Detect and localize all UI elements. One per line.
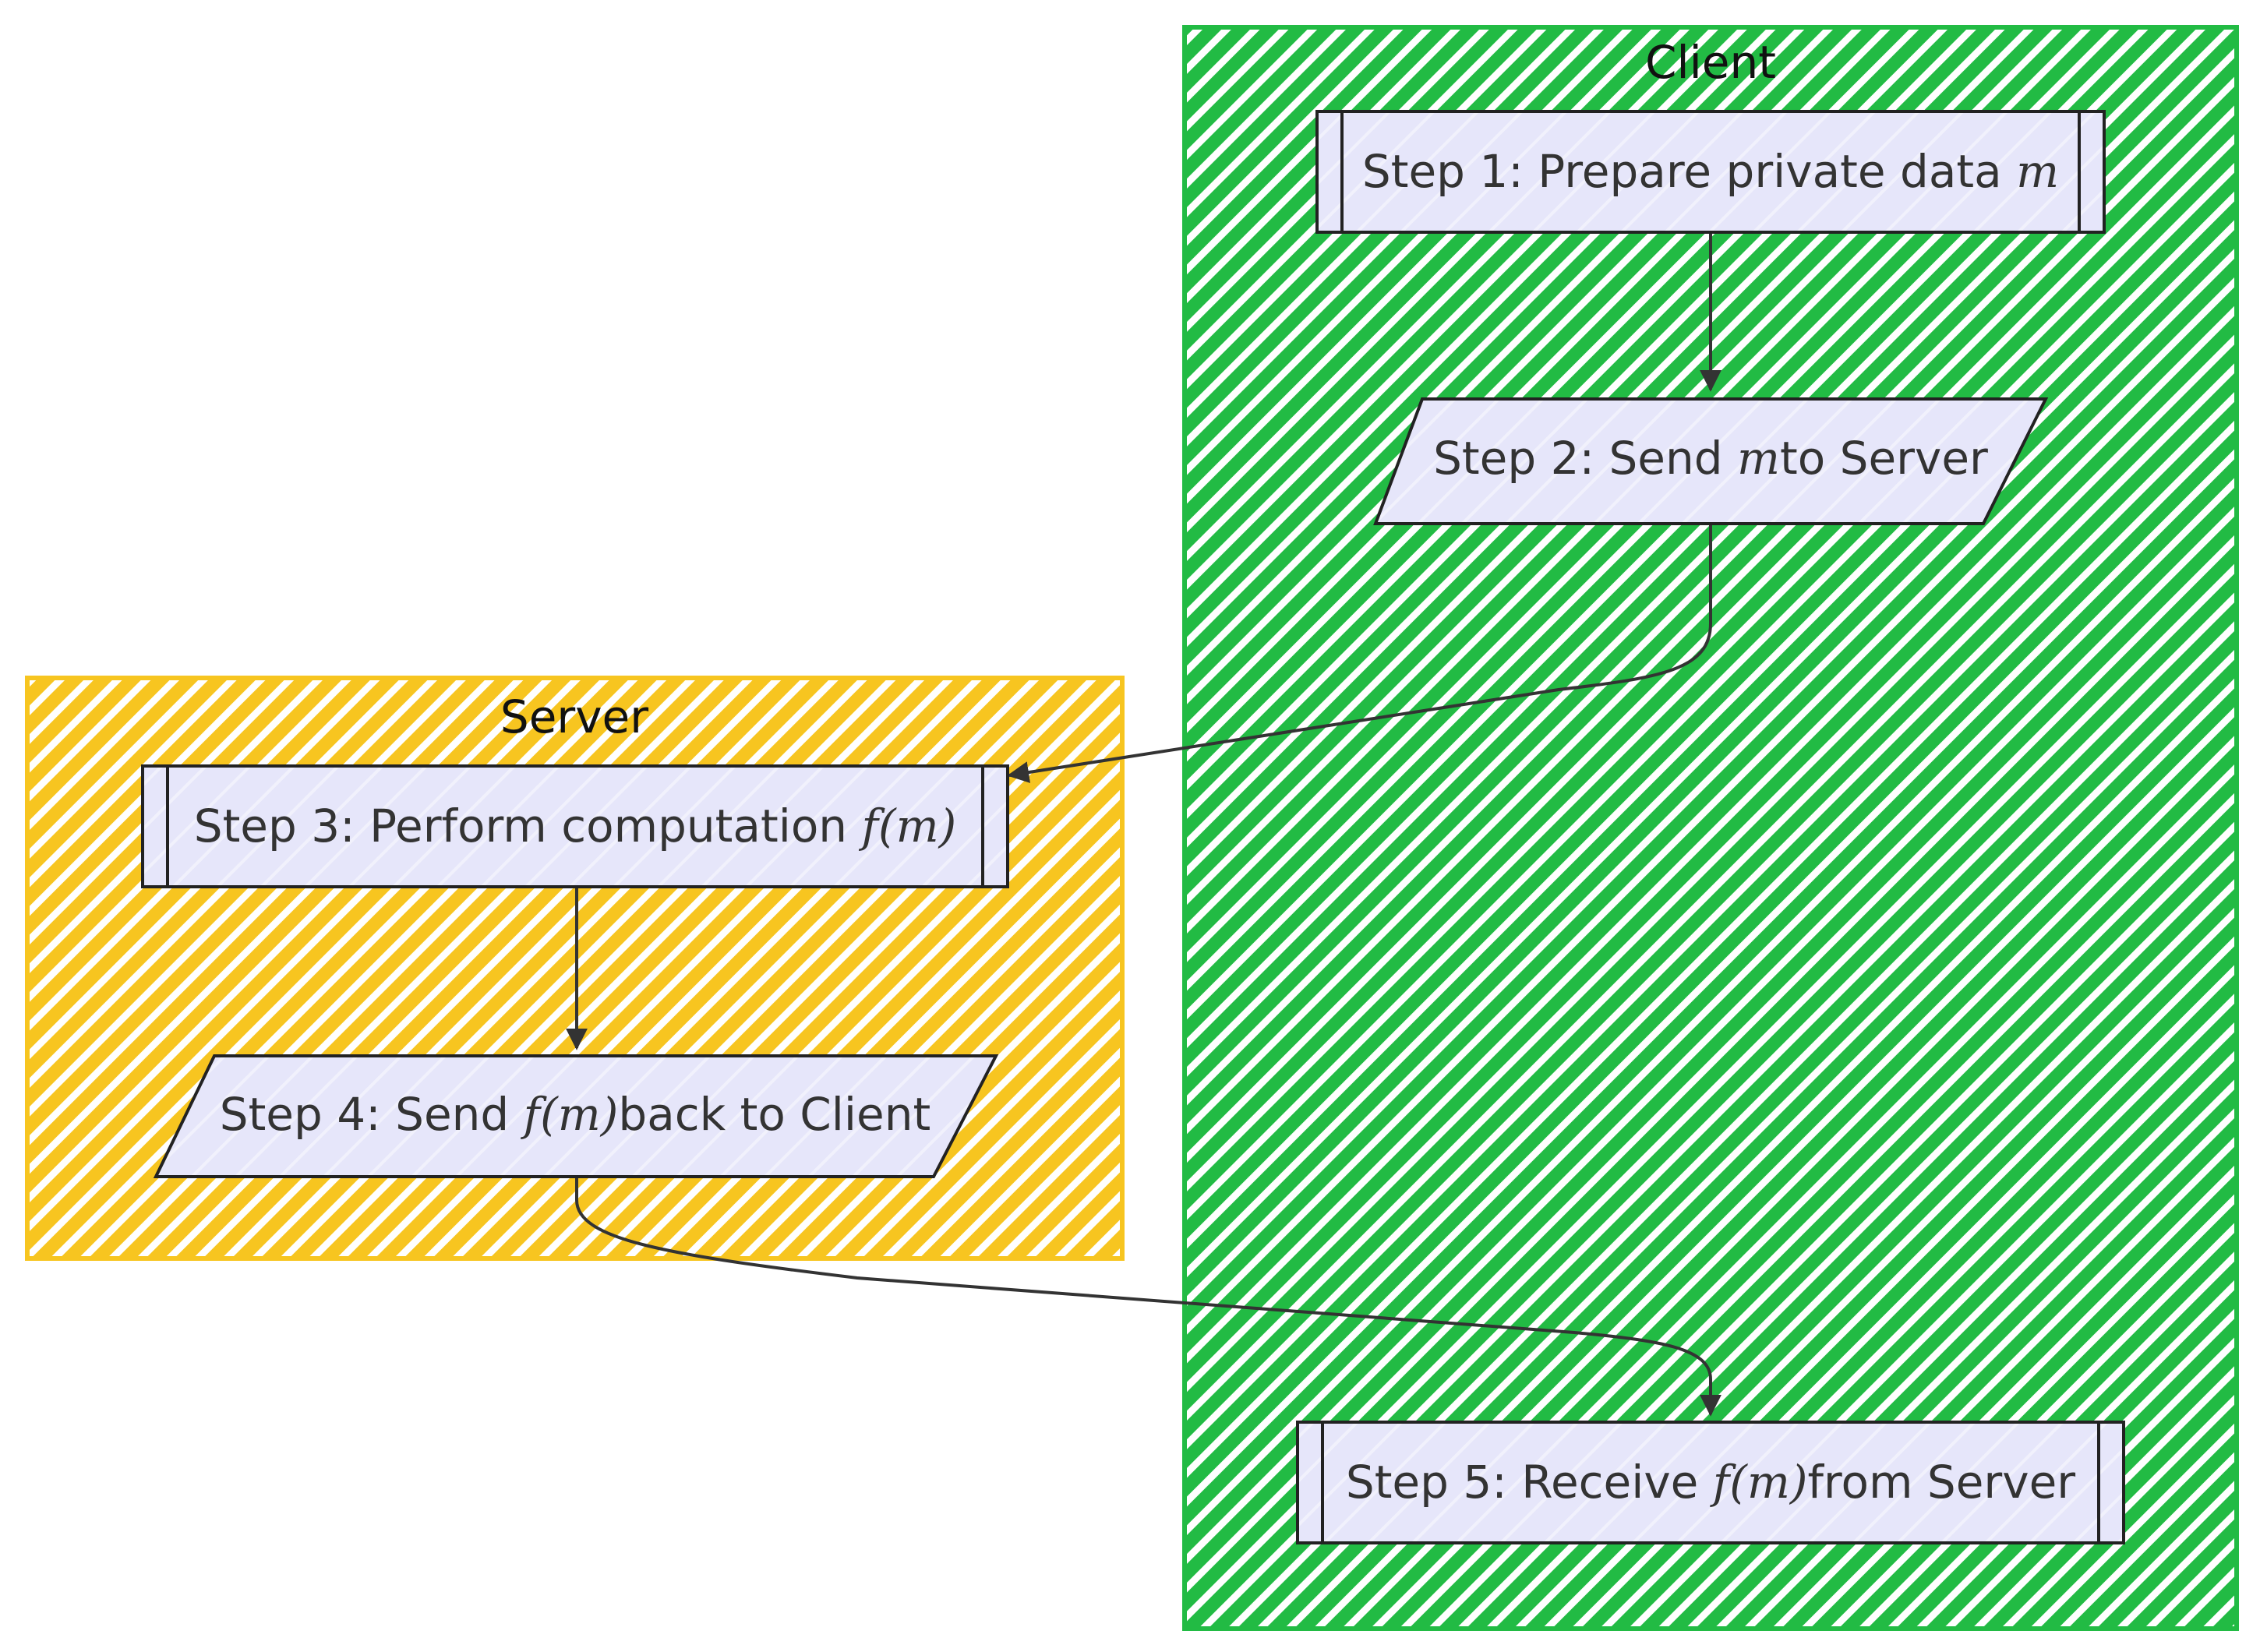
step1-label: Step 1: Prepare private data m bbox=[1362, 145, 2059, 198]
server-cluster-title: Server bbox=[500, 690, 648, 743]
step3-node: Step 3: Perform computation f(m) bbox=[141, 764, 1009, 888]
step3-label: Step 3: Perform computation f(m) bbox=[194, 800, 956, 852]
edge-step4-to-step5 bbox=[575, 1177, 1721, 1417]
edge-step2-to-step3 bbox=[1007, 524, 1712, 783]
edges bbox=[566, 232, 1721, 1417]
step2-label: Step 2: Send mto Server bbox=[1433, 432, 1988, 485]
step1-node: Step 1: Prepare private data m bbox=[1315, 110, 2106, 234]
step2-node: Step 2: Send mto Server bbox=[1373, 397, 2049, 525]
step5-label: Step 5: Receive f(m)from Server bbox=[1346, 1456, 2075, 1509]
step4-label: Step 4: Send f(m)back to Client bbox=[220, 1088, 930, 1141]
client-cluster-title: Client bbox=[1645, 36, 1776, 89]
step4-node: Step 4: Send f(m)back to Client bbox=[153, 1054, 999, 1178]
step5-node: Step 5: Receive f(m)from Server bbox=[1296, 1421, 2125, 1544]
